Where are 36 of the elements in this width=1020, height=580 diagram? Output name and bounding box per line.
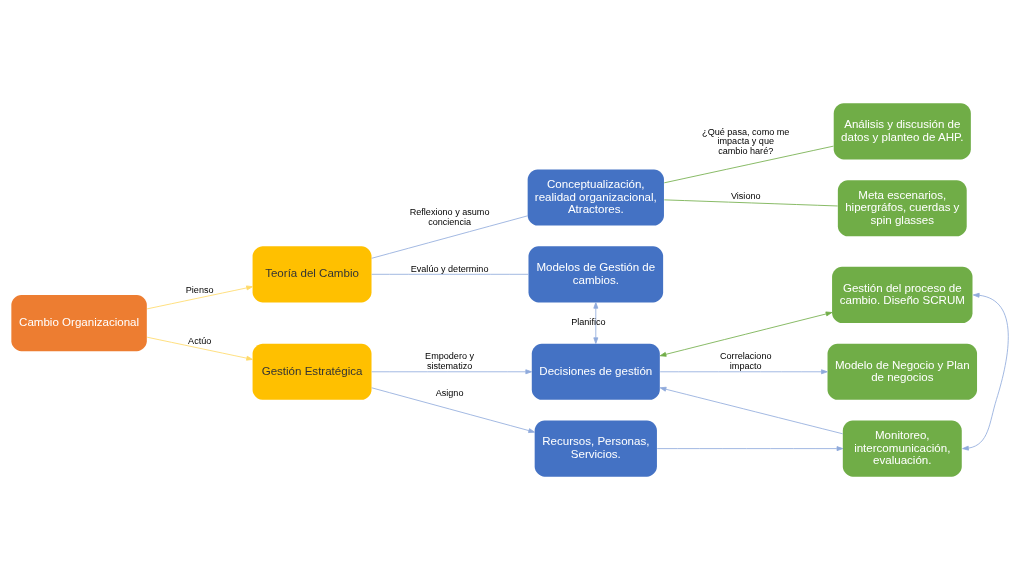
arrow: [593, 302, 599, 344]
arrow: [146, 336, 253, 361]
node-box: Conceptualización, realidad organizacional, Atractores.: [527, 169, 664, 226]
connector: [371, 215, 528, 259]
node-box: Monitoreo, intercomunicación, evaluación.: [842, 420, 962, 477]
edge-label: Reflexiono y asumo conciencia: [409, 206, 490, 227]
node-box: Decisiones de gestión: [531, 343, 660, 400]
arrow: [656, 446, 844, 452]
arrow: [659, 386, 844, 435]
node-box: Teoría del Cambio: [252, 246, 372, 303]
node-box: Modelos de Gestión de cambios.: [528, 246, 664, 303]
edge-label: Correlaciono impacto: [720, 351, 772, 372]
arrow: [659, 369, 828, 375]
node-box: Recursos, Personas, Servicios.: [534, 420, 657, 477]
edge-label: Asigno: [435, 388, 464, 399]
edge-label: Evalúo y determino: [410, 263, 489, 274]
edge-label: Pienso: [185, 285, 214, 296]
edge-label: ¿Qué pasa, como me impacta y que cambio haré?: [702, 126, 790, 157]
arrow: [659, 311, 833, 357]
connector: [663, 199, 839, 207]
node-box: Gestión Estratégica: [252, 343, 372, 400]
arrow: [371, 369, 532, 375]
edge-label: Planifico: [571, 317, 606, 328]
edge-label: Visiono: [730, 190, 761, 201]
node-box: Meta escenarios, hipergráfos, cuerdas y spin glasses: [837, 180, 967, 237]
node-box: Análisis y discusión de datos y planteo de AHP.: [833, 103, 971, 160]
node-box: Cambio Organizacional: [11, 294, 147, 352]
arrow: [146, 285, 253, 310]
edge-label: Empodero y sistematizo: [425, 351, 475, 372]
node-box: Modelo de Negocio y Plan de negocios: [827, 343, 978, 400]
edge-label: Actúo: [188, 335, 212, 346]
connector: [371, 273, 529, 275]
connector: [663, 145, 834, 184]
node-box: Gestión del proceso de cambio. Diseño SCRUM: [832, 266, 973, 324]
arrow: [962, 292, 1009, 451]
arrow: [371, 387, 535, 433]
